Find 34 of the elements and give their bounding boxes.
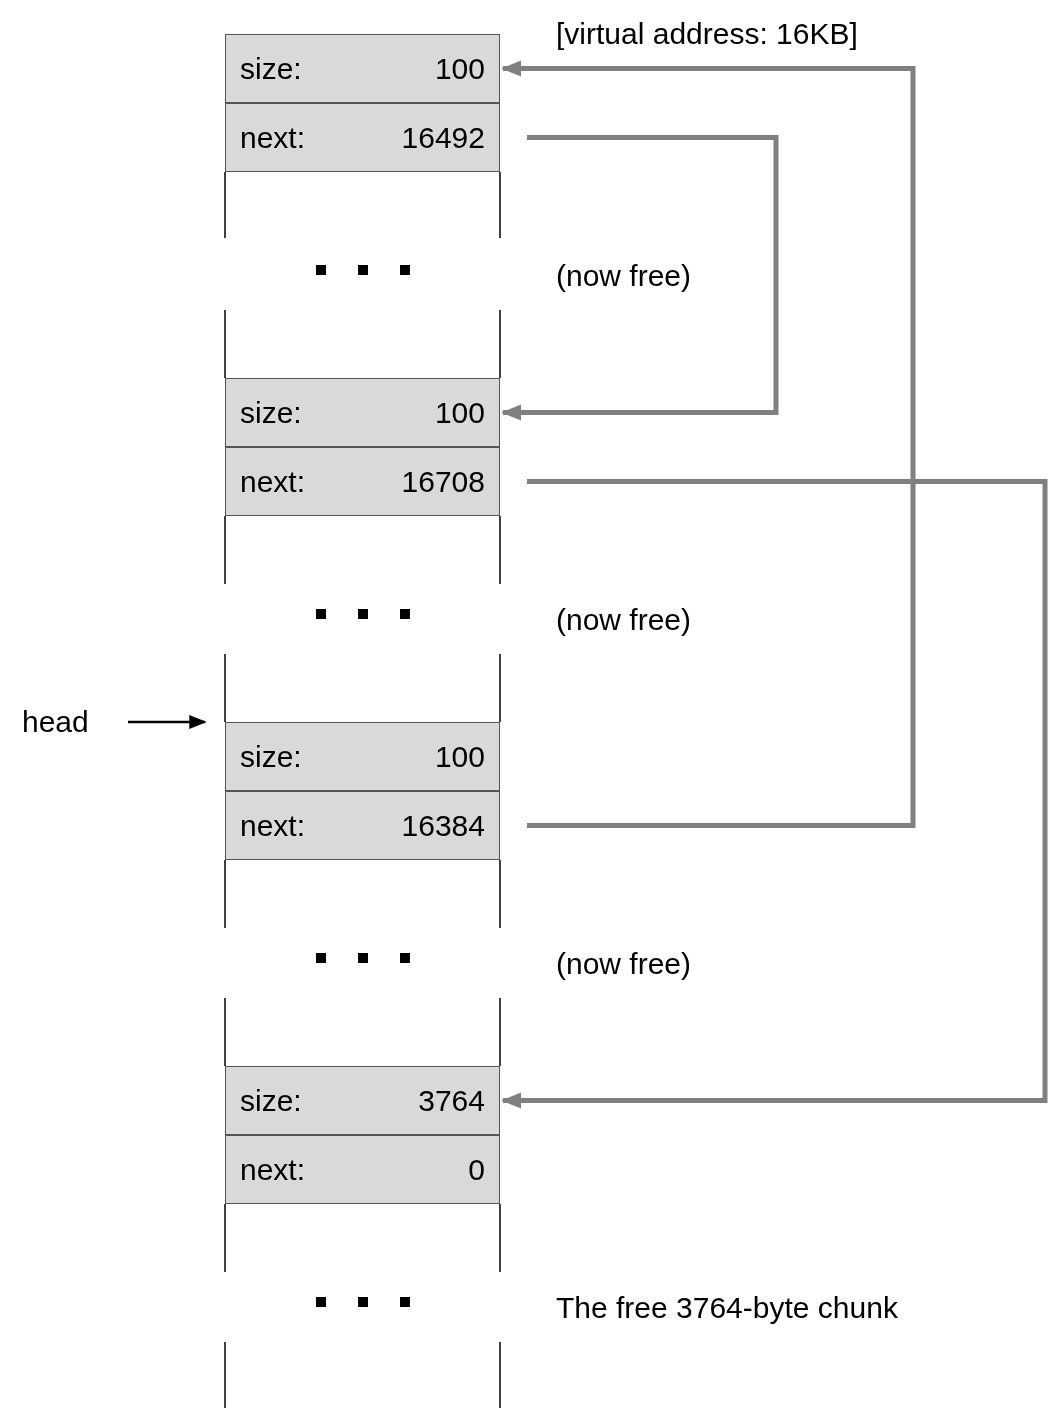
field-name: size: <box>240 1085 302 1116</box>
arrow <box>501 479 1048 1109</box>
field-value: 100 <box>434 53 485 84</box>
arrow <box>501 60 916 828</box>
arrow <box>128 715 207 729</box>
annotation: (now free) <box>556 258 692 294</box>
pointer-label: head <box>22 702 89 742</box>
memory-cell <box>225 378 500 447</box>
memory-cell <box>225 1135 500 1204</box>
field-name: size: <box>240 397 302 428</box>
memory-cell <box>225 722 500 791</box>
memory-cell <box>225 447 500 516</box>
annotation: (now free) <box>556 946 692 982</box>
memory-cell <box>225 34 500 103</box>
field-name: size: <box>240 53 302 84</box>
annotation: (now free) <box>556 602 692 638</box>
field-name: next: <box>240 122 306 153</box>
field-name: next: <box>240 466 306 497</box>
memory-cell <box>225 103 500 172</box>
arrow <box>501 135 779 421</box>
field-value: 0 <box>468 1154 485 1185</box>
annotation: The free 3764-byte chunk <box>556 1290 898 1326</box>
field-value: 3764 <box>418 1085 485 1116</box>
annotation: [virtual address: 16KB] <box>556 16 858 52</box>
field-value: 16708 <box>401 466 485 497</box>
field-value: 16384 <box>401 810 485 841</box>
field-name: next: <box>240 1154 306 1185</box>
field-value: 16492 <box>401 122 485 153</box>
memory-cell <box>225 1066 500 1135</box>
field-name: size: <box>240 741 302 772</box>
field-value: 100 <box>434 741 485 772</box>
field-value: 100 <box>434 397 485 428</box>
field-name: next: <box>240 810 306 841</box>
memory-cell <box>225 791 500 860</box>
